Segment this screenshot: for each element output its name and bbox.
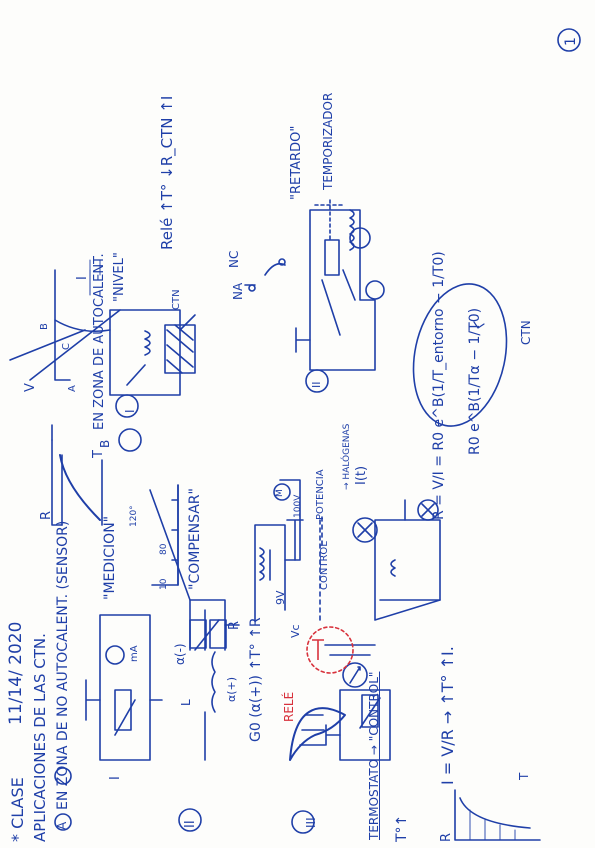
scale-mark-10: 10: [159, 578, 169, 590]
relay-label: RELÉ: [282, 691, 296, 722]
section-b-item-2-roman: II: [310, 381, 323, 389]
topic-title: APLICACIONES DE LAS CTN.: [31, 633, 49, 842]
page-number: 1: [563, 37, 579, 46]
label-100v: 100V: [293, 494, 303, 518]
item-2-label-alpha-plus: α(+): [225, 676, 238, 702]
nc-label: NC: [227, 250, 241, 268]
graph-rt2-x: T: [91, 450, 106, 458]
ctn-formula-label: CTN: [519, 320, 533, 345]
graph-rt-x: T: [517, 772, 531, 780]
item-1-roman: I: [108, 776, 123, 780]
label-motor: M: [275, 489, 285, 497]
item-3-roman: III: [304, 817, 318, 828]
section-a-title: EN ZONA DE NO AUTOCALENT. (SENSOR): [55, 520, 71, 810]
item-2-label-L: L: [179, 699, 193, 706]
power-label: POTENCIA: [315, 469, 326, 520]
graph-vi-b: B: [39, 323, 50, 330]
graph-rt-y: R: [439, 832, 454, 842]
class-date: 11/14/ 2020: [6, 621, 26, 725]
formula-current: I = V/R → ↑T° ↑I.: [438, 646, 457, 785]
class-title: * CLASE: [8, 777, 27, 842]
label-vc: Vc: [289, 624, 302, 638]
graph-vi-a: A: [67, 385, 78, 392]
graph-rt2-y: R: [39, 510, 54, 520]
section-b-title: EN ZONA DE AUTOCALENT.: [92, 253, 107, 430]
label-9v: 9V: [274, 590, 287, 605]
timer-caption: TEMPORIZADOR: [321, 92, 335, 190]
item-3-title: TERMOSTATO → "CONTROL": [367, 671, 381, 840]
page-number-circle: [557, 28, 581, 52]
na-label: NA: [231, 282, 245, 300]
graph-vi-x: I: [75, 276, 90, 280]
graph-rt-sub: T°↑: [394, 814, 410, 842]
ctn-formula-line2: R0 e^B(1/Tα − 1/T0): [467, 307, 483, 455]
section-a-label: A: [55, 821, 69, 830]
relay-note: Relé ↑T° ↓R_CTN ↑I: [158, 95, 176, 250]
graph-vi-y: V: [23, 383, 38, 392]
heater-note: → HALÓGENAS: [342, 423, 352, 490]
graph-vi-c: C: [61, 343, 72, 350]
scale-mark-120: 120°: [129, 505, 139, 527]
section-b-item-1-roman: I: [123, 409, 137, 413]
item-2-caption: "COMPENSAR": [187, 488, 203, 590]
item-2-label-R: R: [227, 620, 242, 630]
scale-mark-80: 80: [159, 543, 169, 555]
item-2-formula: G0 (α(+)) ↑T° ↑R: [248, 617, 264, 742]
item-2-roman: II: [183, 820, 198, 828]
item-2-label-alpha-minus: α(-): [173, 643, 187, 665]
heater-current: I(t): [354, 465, 369, 485]
control-label: CONTROL: [319, 541, 330, 590]
section-b-ctn-label: CTN: [171, 289, 182, 310]
item-1-meter: mA: [129, 645, 140, 662]
section-b-item-1-caption: "NIVEL": [112, 252, 127, 302]
ctn-formula-line1: R = V/I = R0 e^B(1/T_entorno − 1/T0): [431, 251, 447, 520]
item-1-caption: "MEDICION": [102, 515, 118, 600]
section-b-label: B: [98, 439, 112, 448]
delay-caption: "RETARDO": [289, 125, 304, 200]
